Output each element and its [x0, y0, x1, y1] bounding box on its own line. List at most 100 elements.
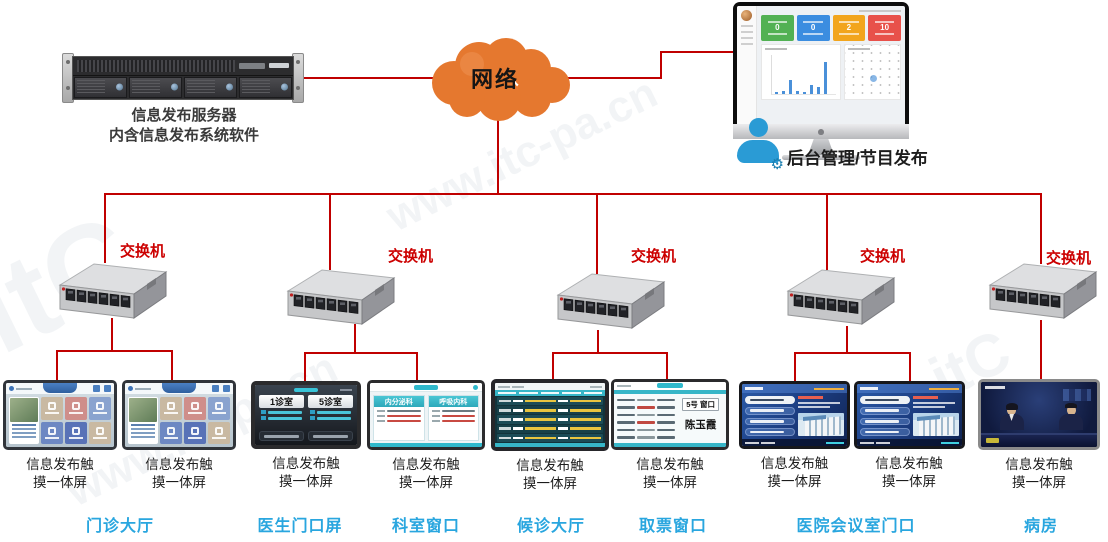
link-switch3-screens — [666, 352, 668, 381]
kiosk-topbar-button — [212, 385, 219, 392]
studio-backdrop — [1063, 389, 1091, 401]
screen-outpatient-2: 信息发布触摸一体屏 — [121, 380, 237, 491]
screen-meeting-2: 信息发布触摸一体屏 — [852, 381, 966, 490]
screen-caption: 信息发布触摸一体屏 — [145, 457, 213, 490]
queue-row — [497, 433, 603, 443]
tile-icon — [96, 402, 104, 411]
queue-row — [497, 415, 603, 424]
dept-panel: 呼吸内科 — [427, 395, 479, 441]
kiosk-topbar-button — [93, 385, 100, 392]
kiosk-logo-text — [16, 387, 32, 390]
location-label-waiting-hall: 候诊大厅 — [516, 518, 585, 535]
switch-label: 交换机 — [388, 248, 434, 265]
doctor-door-top-bar — [257, 387, 355, 394]
avatar — [741, 10, 752, 21]
meeting-item — [859, 396, 910, 404]
server-drive-bay — [239, 76, 292, 98]
link-bus-switch5 — [1040, 193, 1042, 264]
screen-meeting-1: 信息发布触摸一体屏 — [738, 381, 851, 490]
link-switch4-screens — [794, 352, 911, 354]
kiosk-screen-content — [125, 383, 233, 447]
screen-ticket-window: 5号 窗口 陈玉霞 信息发布触摸一体屏 — [610, 379, 730, 491]
kiosk-logo-text — [135, 387, 151, 390]
tile-icon — [72, 402, 80, 411]
server-drive-bay — [184, 76, 237, 98]
server-brand-badge — [269, 63, 289, 69]
clinic-room-title: 1诊室 — [259, 395, 304, 408]
cloud-icon — [432, 38, 570, 121]
kiosk-nav-tab — [43, 383, 77, 393]
kiosk-tile — [41, 397, 63, 420]
queue-row — [497, 424, 603, 433]
clinic-room-panel: 5诊室 — [308, 395, 353, 441]
screen-caption: 信息发布触摸一体屏 — [875, 456, 943, 489]
monitor-stand — [808, 139, 834, 155]
switch-4 — [780, 266, 900, 328]
switch-label: 交换机 — [1046, 250, 1092, 267]
kiosk-tile — [184, 421, 206, 444]
link-switch3-screens — [552, 352, 668, 354]
kiosk-nav-tab — [162, 383, 196, 393]
link-server-cloud — [303, 77, 433, 79]
ethernet-switch-icon — [286, 269, 396, 325]
kiosk-tile — [65, 397, 87, 420]
backbone-bus-line — [104, 193, 1042, 195]
dept-title: 内分泌科 — [374, 396, 424, 407]
meeting-datetime — [928, 387, 959, 390]
dept-title: 呼吸内科 — [428, 396, 478, 407]
tile-icon — [167, 426, 175, 435]
tile-icon — [191, 426, 199, 435]
kiosk-top-bar — [125, 383, 233, 394]
kiosk-tile-grid — [41, 397, 111, 444]
switch-1 — [52, 260, 172, 322]
tv-news-screen-content — [981, 382, 1097, 447]
kiosk-top-bar — [6, 383, 114, 394]
kiosk-body — [6, 394, 114, 447]
meeting-item — [859, 406, 910, 415]
stat-card: 2 — [832, 15, 866, 41]
switch-5 — [982, 260, 1102, 322]
meeting-screen-content — [856, 384, 962, 446]
location-label-dept-window: 科室窗口 — [391, 518, 460, 535]
tile-icon — [191, 402, 199, 411]
kiosk-photo — [10, 398, 38, 422]
building-photo — [912, 413, 959, 436]
doctor-door-screen-content: 1诊室 5诊室 — [255, 385, 357, 445]
link-switch4-screens — [909, 352, 911, 383]
kiosk-tile — [89, 421, 111, 444]
location-label-doctor-door: 医生门口屏 — [257, 518, 343, 535]
meeting-datetime — [814, 387, 844, 390]
screen-dept-window: 内分泌科 呼吸内科 信息发布触摸一体屏 — [366, 380, 486, 491]
news-anchor — [1059, 403, 1084, 433]
meeting-item — [745, 428, 796, 436]
queue-table — [495, 396, 605, 443]
link-cloud-monitor — [660, 51, 736, 53]
news-desk — [981, 433, 1097, 447]
stat-card: 0 — [761, 15, 794, 41]
dashboard-bar-chart — [761, 44, 841, 100]
kiosk-tile — [65, 421, 87, 444]
link-switch1-screens — [111, 318, 113, 352]
link-switch3-screens — [597, 330, 599, 354]
tv-station-logo — [986, 438, 999, 443]
clinic-room-title: 5诊室 — [308, 395, 353, 408]
tile-icon — [167, 402, 175, 411]
location-label-meeting-room: 医院会议室门口 — [796, 518, 916, 535]
link-switch2-screens — [304, 352, 418, 354]
kiosk-news-card — [128, 397, 158, 444]
ticket-table — [617, 397, 676, 440]
link-switch1-screens — [171, 350, 173, 383]
touch-screen — [978, 379, 1100, 450]
link-cloud-bus — [497, 118, 499, 195]
meeting-detail-panel — [912, 396, 959, 436]
kiosk-tile — [208, 397, 230, 420]
dashboard-sidebar — [737, 6, 757, 124]
meeting-detail-panel — [798, 396, 844, 436]
publishing-server — [62, 53, 304, 103]
tile-icon — [215, 402, 223, 411]
tile-icon — [96, 426, 104, 435]
queue-row — [497, 397, 603, 406]
news-anchor — [999, 403, 1024, 433]
meeting-item — [745, 417, 796, 426]
